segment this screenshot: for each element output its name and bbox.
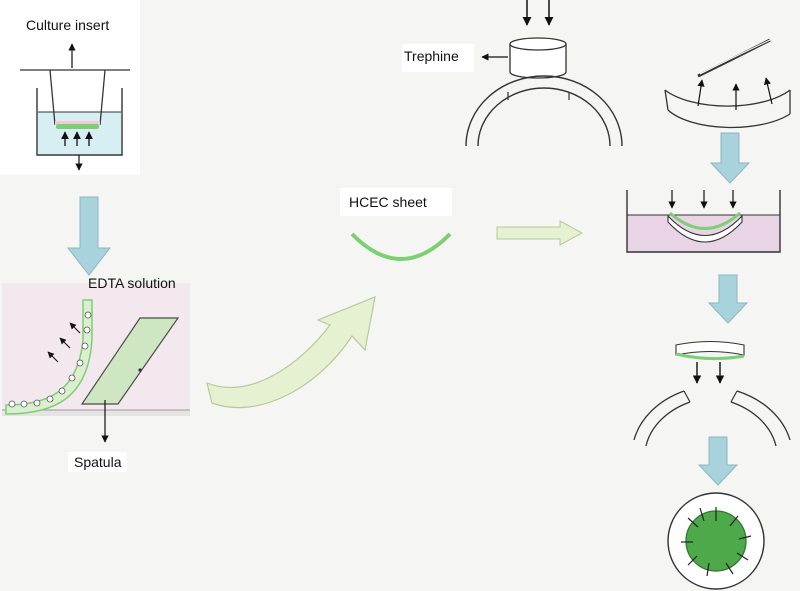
hcec-sheet-shape (350, 232, 452, 261)
flow-arrow-down-1 (66, 196, 112, 276)
edta-panel (2, 283, 190, 443)
label-trephine: Trephine (404, 48, 459, 64)
label-culture-insert: Culture insert (20, 15, 116, 35)
dish-panel (626, 190, 781, 253)
straight-flow-arrow (496, 220, 584, 246)
flow-arrow-down-4 (697, 436, 739, 486)
label-hcec-sheet: HCEC sheet (349, 194, 427, 210)
spatula-shape (80, 317, 180, 405)
eye-graft-panel (667, 492, 765, 590)
trephine-panel (402, 0, 623, 147)
flow-arrow-down-3 (707, 274, 749, 324)
graft-placement-panel (633, 340, 791, 447)
label-edta-solution: EDTA solution (88, 275, 176, 291)
curved-flow-arrow (206, 296, 376, 409)
cornea-cap-panel (664, 38, 791, 129)
label-spatula: Spatula (68, 452, 128, 472)
flow-arrow-down-2 (709, 132, 751, 184)
